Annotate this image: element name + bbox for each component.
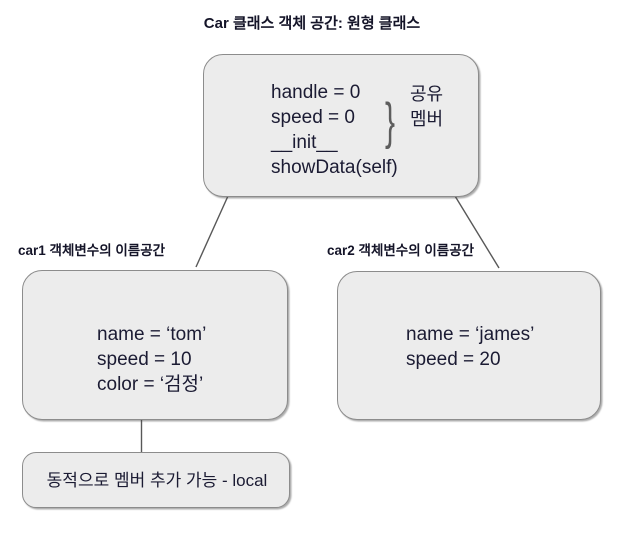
car-class-members: handle = 0 speed = 0 __init__ showData(s… — [271, 80, 398, 180]
local-note-box[interactable]: 동적으로 멤버 추가 가능 - local — [22, 452, 290, 508]
car1-member-color: color = ‘검정’ — [97, 374, 204, 395]
car2-box[interactable] — [337, 271, 601, 420]
car2-members: name = ‘james’ speed = 20 — [406, 322, 534, 372]
car1-member-name: name = ‘tom’ — [97, 324, 207, 345]
shared-member-annotation-line2: 멤버 — [410, 109, 444, 129]
connector-class-to-car1 — [195, 195, 229, 268]
car1-member-speed: speed = 10 — [97, 349, 192, 370]
shared-member-annotation-line1: 공유 — [410, 84, 444, 104]
car2-member-speed: speed = 20 — [406, 349, 501, 370]
class-member-speed: speed = 0 — [271, 107, 355, 128]
car1-caption: car1 객체변수의 이름공간 — [18, 243, 166, 258]
car1-box[interactable] — [22, 270, 288, 420]
class-member-init: __init__ — [271, 132, 338, 153]
shared-member-brace: } — [385, 94, 396, 151]
class-member-showdata: showData(self) — [271, 157, 398, 178]
car-class-box[interactable] — [203, 54, 479, 197]
class-member-handle: handle = 0 — [271, 82, 361, 103]
car2-caption: car2 객체변수의 이름공간 — [327, 243, 475, 258]
local-note-text: 동적으로 멤버 추가 가능 - local — [46, 471, 268, 490]
shared-member-annotation: 공유 멤버 — [410, 82, 443, 132]
car1-members: name = ‘tom’ speed = 10 color = ‘검정’ — [97, 322, 206, 397]
diagram-title: Car 클래스 객체 공간: 원형 클래스 — [203, 15, 421, 32]
car2-member-name: name = ‘james’ — [406, 324, 535, 345]
